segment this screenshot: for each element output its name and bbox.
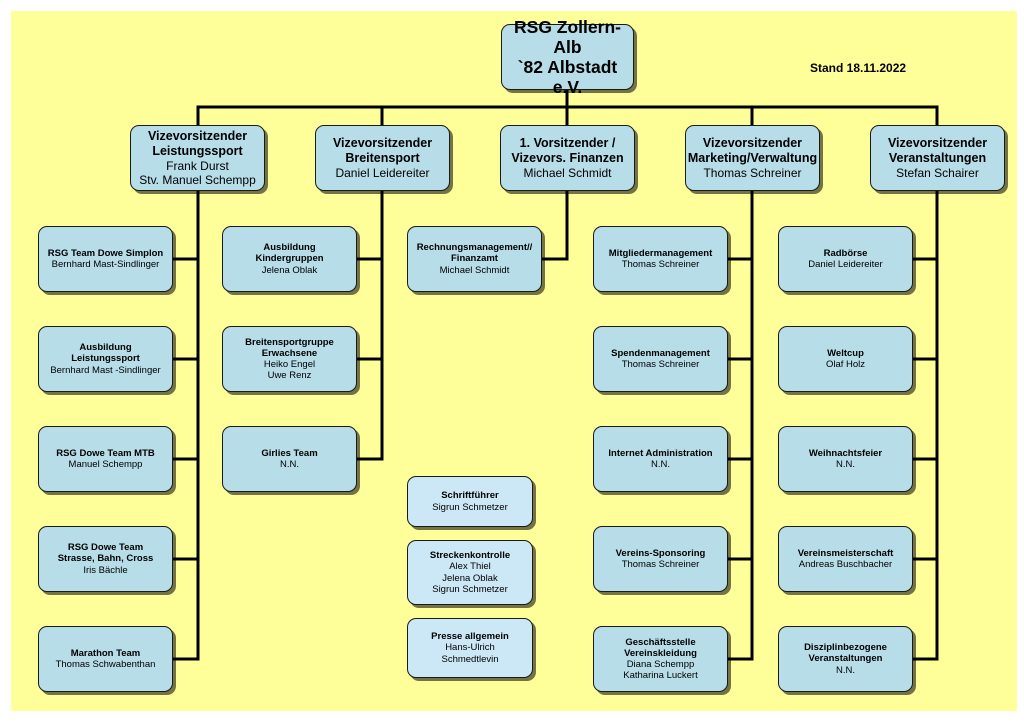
unit-box: Disziplinbezogene Veranstaltungen N.N. — [778, 626, 913, 692]
date-stamp: Stand 18.11.2022 — [810, 61, 907, 75]
board-member-names: Stefan Schairer — [896, 165, 979, 180]
org-root-box: RSG Zollern-Alb `82 Albstadt e.V. — [501, 17, 634, 97]
unit-box: Vereinsmeisterschaft Andreas Buschbacher — [778, 526, 913, 592]
unit-box: RSG Team Dowe Simplon Bernhard Mast-Sind… — [38, 226, 173, 292]
unit-box: Geschäftsstelle Vereinskleidung Diana Sc… — [593, 626, 728, 692]
board-member-box: 1. Vorsitzender / Vizevors. Finanzen Mic… — [500, 125, 635, 191]
board-member-title: 1. Vorsitzender / Vizevors. Finanzen — [511, 136, 624, 165]
staff-title: Schriftführer — [441, 490, 499, 502]
unit-box: Internet Administration N.N. — [593, 426, 728, 492]
unit-names: N.N. — [836, 459, 855, 470]
unit-box: RSG Dowe Team MTB Manuel Schempp — [38, 426, 173, 492]
unit-names: Andreas Buschbacher — [798, 559, 893, 570]
unit-names: N.N. — [651, 459, 670, 470]
unit-title: Internet Administration — [608, 447, 713, 459]
unit-title: RSG Dowe Team MTB — [56, 447, 155, 459]
board-member-title: Vizevorsitzender Breitensport — [332, 136, 433, 165]
unit-names: N.N. — [836, 664, 855, 676]
unit-title: Breitensportgruppe Erwachsene — [245, 336, 334, 359]
unit-names: Bernhard Mast-Sindlinger — [51, 259, 160, 270]
board-member-title: Vizevorsitzender Veranstaltungen — [887, 136, 988, 165]
staff-box: Schriftführer Sigrun Schmetzer — [407, 476, 533, 527]
unit-title: Rechnungsmanagement// Finanzamt — [416, 242, 533, 265]
board-member-names: Daniel Leidereiter — [335, 165, 430, 180]
board-member-box: Vizevorsitzender Leistungssport Frank Du… — [130, 125, 265, 191]
unit-names: Michael Schmidt — [439, 264, 510, 276]
board-member-names: Thomas Schreiner — [703, 165, 802, 180]
unit-box: Weihnachtsfeier N.N. — [778, 426, 913, 492]
staff-box: Presse allgemein Hans-Ulrich Schmedtlevi… — [407, 618, 533, 678]
unit-box: Breitensportgruppe Erwachsene Heiko Enge… — [222, 326, 357, 392]
staff-box: Streckenkontrolle Alex Thiel Jelena Obla… — [407, 540, 533, 605]
unit-box: Radbörse Daniel Leidereiter — [778, 226, 913, 292]
unit-box: Ausbildung Leistungssport Bernhard Mast … — [38, 326, 173, 392]
unit-box: Marathon Team Thomas Schwabenthan — [38, 626, 173, 692]
unit-box: Rechnungsmanagement// Finanzamt Michael … — [407, 226, 542, 292]
unit-title: Weihnachtsfeier — [808, 447, 883, 459]
unit-names: Jelena Oblak — [261, 264, 318, 276]
unit-names: Thomas Schreiner — [621, 259, 700, 270]
unit-title: Radbörse — [823, 247, 868, 259]
board-member-names: Frank Durst Stv. Manuel Schempp — [139, 158, 256, 187]
unit-names: Bernhard Mast -Sindlinger — [50, 364, 161, 376]
unit-title: Spendenmanagement — [611, 347, 710, 359]
unit-box: Girlies Team N.N. — [222, 426, 357, 492]
staff-names: Alex Thiel Jelena Oblak Sigrun Schmetzer — [432, 561, 508, 595]
unit-box: Vereins-Sponsoring Thomas Schreiner — [593, 526, 728, 592]
unit-title: Vereins-Sponsoring — [615, 547, 706, 559]
unit-names: Manuel Schempp — [68, 459, 143, 470]
unit-title: Marathon Team — [70, 647, 141, 659]
unit-title: Geschäftsstelle Vereinskleidung — [624, 636, 697, 659]
staff-names: Sigrun Schmetzer — [432, 501, 508, 513]
unit-title: Vereinsmeisterschaft — [797, 547, 894, 559]
unit-names: Olaf Holz — [825, 359, 866, 370]
unit-names: Diana Schempp Katharina Luckert — [623, 659, 698, 682]
staff-names: Hans-Ulrich Schmedtlevin — [441, 642, 499, 665]
unit-title: RSG Dowe Team Strasse, Bahn, Cross — [57, 542, 154, 565]
board-member-box: Vizevorsitzender Marketing/Verwaltung Th… — [685, 125, 820, 191]
unit-title: RSG Team Dowe Simplon — [47, 247, 164, 259]
board-member-names: Michael Schmidt — [523, 165, 612, 180]
unit-title: Weltcup — [827, 347, 864, 359]
unit-names: Thomas Schwabenthan — [55, 659, 156, 670]
unit-title: Disziplinbezogene Veranstaltungen — [804, 642, 887, 665]
unit-title: Ausbildung Kindergruppen — [255, 242, 324, 265]
unit-names: Iris Bächle — [83, 564, 128, 576]
unit-names: Thomas Schreiner — [621, 559, 700, 570]
unit-title: Mitgliedermanagement — [608, 247, 713, 259]
unit-box: Mitgliedermanagement Thomas Schreiner — [593, 226, 728, 292]
board-member-title: Vizevorsitzender Marketing/Verwaltung — [687, 136, 818, 165]
board-member-title: Vizevorsitzender Leistungssport — [147, 129, 248, 158]
org-root-title: RSG Zollern-Alb `82 Albstadt e.V. — [514, 16, 621, 98]
unit-box: Spendenmanagement Thomas Schreiner — [593, 326, 728, 392]
unit-names: Thomas Schreiner — [621, 359, 700, 370]
unit-names: N.N. — [280, 459, 299, 470]
staff-title: Streckenkontrolle — [429, 550, 511, 562]
unit-box: Ausbildung Kindergruppen Jelena Oblak — [222, 226, 357, 292]
board-member-box: Vizevorsitzender Breitensport Daniel Lei… — [315, 125, 450, 191]
board-member-box: Vizevorsitzender Veranstaltungen Stefan … — [870, 125, 1005, 191]
unit-box: RSG Dowe Team Strasse, Bahn, Cross Iris … — [38, 526, 173, 592]
unit-title: Ausbildung Leistungssport — [71, 342, 140, 365]
unit-names: Heiko Engel Uwe Renz — [263, 359, 316, 382]
unit-box: Weltcup Olaf Holz — [778, 326, 913, 392]
staff-title: Presse allgemein — [431, 631, 509, 643]
unit-title: Girlies Team — [261, 447, 318, 459]
unit-names: Daniel Leidereiter — [808, 259, 883, 270]
